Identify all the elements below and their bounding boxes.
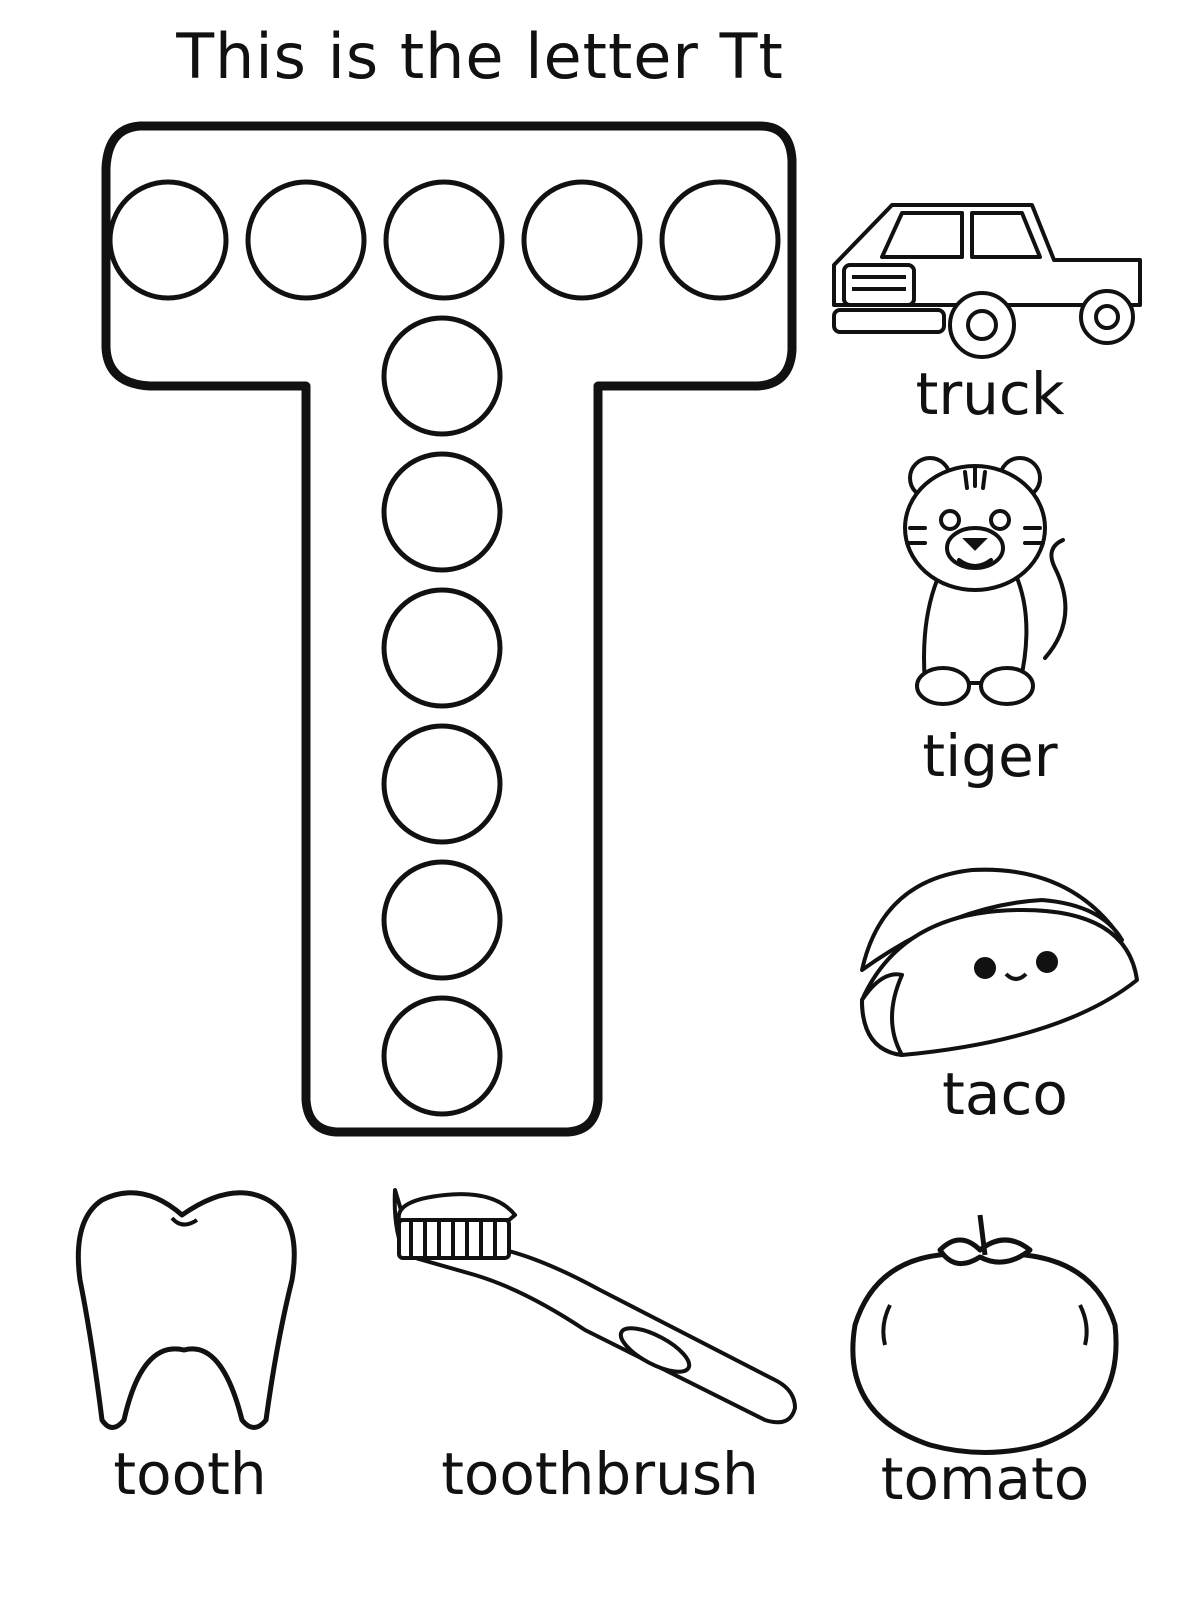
truck-icon — [832, 203, 1142, 359]
dot-circle-top — [383, 179, 505, 301]
dot-circle-top — [521, 179, 643, 301]
dot-circle-top — [659, 179, 781, 301]
taco-icon — [860, 867, 1139, 1057]
tiger-icon — [903, 456, 1068, 706]
tomato-icon — [850, 1214, 1119, 1455]
label-tomato: tomato — [880, 1445, 1090, 1513]
label-truck: truck — [915, 360, 1065, 428]
tooth-icon — [75, 1190, 297, 1430]
label-tiger: tiger — [922, 722, 1058, 790]
dot-circle-stem — [381, 587, 503, 709]
label-taco: taco — [942, 1060, 1068, 1128]
dot-circle-stem — [381, 859, 503, 981]
dot-circle-top — [107, 179, 229, 301]
page-title: This is the letter Tt — [176, 20, 784, 93]
dot-circle-stem — [381, 723, 503, 845]
toothbrush-icon — [392, 1188, 797, 1425]
label-tooth: tooth — [113, 1440, 267, 1508]
dot-circle-stem — [381, 315, 503, 437]
label-toothbrush: toothbrush — [441, 1440, 759, 1508]
dot-circle-top — [245, 179, 367, 301]
dot-circle-stem — [381, 451, 503, 573]
dot-circle-stem — [381, 995, 503, 1117]
